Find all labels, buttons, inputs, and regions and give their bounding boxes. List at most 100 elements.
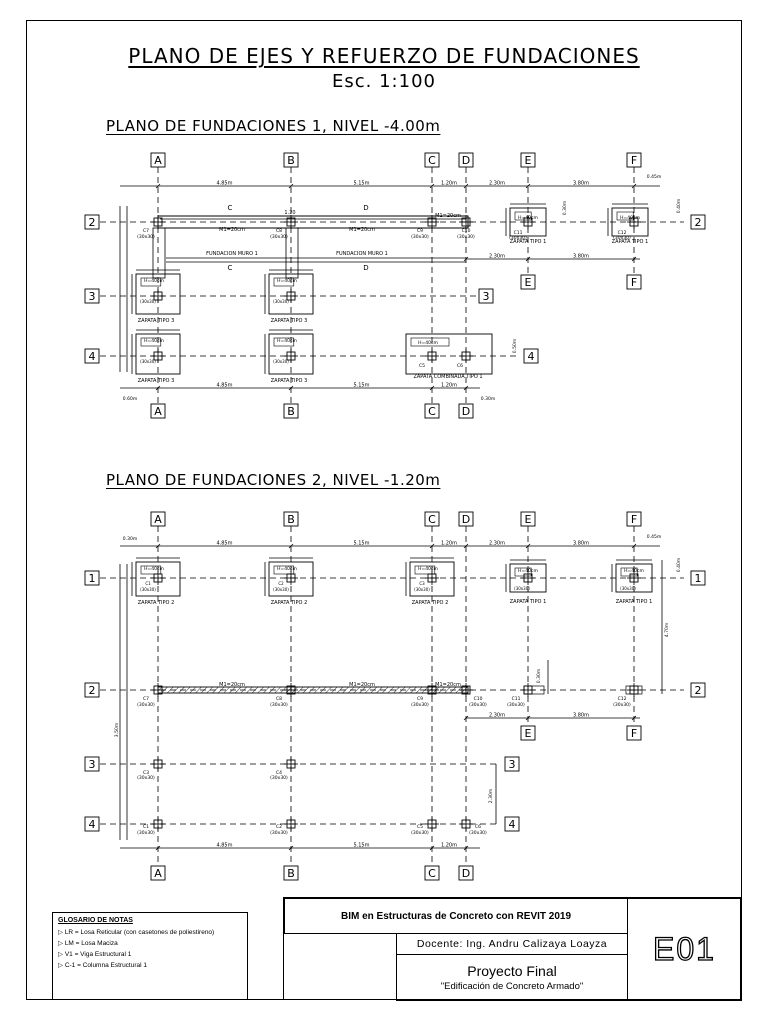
plan1-footing-label: ZAPATA TIPO 3 xyxy=(138,318,175,324)
plan1-footing-B296 xyxy=(268,273,314,315)
plan2-footing-label: ZAPATA TIPO 1 xyxy=(510,599,547,605)
plan1-axis-bubble-C-label: C xyxy=(428,154,436,167)
plan2-column-label: C4 xyxy=(276,770,282,776)
plan1-dim-bottom-tick xyxy=(288,385,294,391)
plan2-dim-bottom-value: 4.85m xyxy=(216,843,232,849)
plan1-axis-bubble-bottom-D xyxy=(458,403,474,419)
glosario-title: GLOSARIO DE NOTAS xyxy=(58,917,133,924)
plan1-dim-bottom-tick xyxy=(155,385,161,391)
plan1-axis-bubble-bottom-C-label: C xyxy=(428,405,436,418)
glosario-notas: GLOSARIO DE NOTAS ▷ LR = Losa Reticular … xyxy=(52,912,248,1000)
plan1-axis-bubble-bottom-A xyxy=(150,403,166,419)
plan2-axis-bubble-4-label: 4 xyxy=(89,818,96,831)
plan1-axis-bubble-2-right xyxy=(690,214,706,230)
title-block: BIM en Estructuras de Concreto con REVIT… xyxy=(283,897,742,1001)
plan1-title: PLANO DE FUNDACIONES 1, NIVEL -4.00m xyxy=(106,117,441,135)
plan2-small-dim: 0.45m xyxy=(647,534,661,540)
plan2-column-label: C3 xyxy=(419,581,425,586)
plan1-footing-A296-label-box xyxy=(140,277,162,287)
plan2-column-size: (30x30) xyxy=(273,587,289,592)
plan2-column-label: C2 xyxy=(278,581,284,586)
plan1-axis-bubble-D xyxy=(458,152,474,168)
plan1-axis-bubble-A-label: A xyxy=(154,154,162,167)
plan1-footing-A356-label-box xyxy=(140,337,162,347)
plan2-axis-bubble-3-right xyxy=(504,756,520,772)
plan1-dim-top-tick xyxy=(155,183,161,189)
plan1-dim-top-tick xyxy=(463,183,469,189)
project-cell: Proyecto Final "Edificación de Concreto … xyxy=(396,954,628,1001)
plan2-axis-bubble-4 xyxy=(84,816,100,832)
plan1-footing-combined xyxy=(405,333,493,375)
plan2-column-size: (30x30) xyxy=(270,830,288,836)
plan2-column-size: (30x30) xyxy=(507,702,525,708)
project-title: Proyecto Final xyxy=(467,963,557,979)
plan2-column-label: C2 xyxy=(276,824,282,830)
plan2-column-label: C5 xyxy=(417,824,423,830)
plan1-dim-bottom-value: 4.85m xyxy=(216,383,232,389)
plan2-footing-F-label-box xyxy=(620,567,638,577)
glosario-item: ▷ LR = Losa Reticular (con casetones de … xyxy=(58,929,215,936)
plan1-axis-bubble-D-label: D xyxy=(462,154,470,167)
plan1-axis-bubble-3-right-label: 3 xyxy=(483,290,490,303)
plan2-axis-bubble-2-right-label: 2 xyxy=(695,684,702,697)
project-subtitle: "Edificación de Concreto Armado" xyxy=(440,981,584,992)
plan1-axis-bubble-bottom-A-label: A xyxy=(154,405,162,418)
plan1-footing-height: H=40cm xyxy=(418,340,438,346)
plan1-dim-bottom-value: 1.20m xyxy=(441,383,457,389)
plan1-dim-mid-tick xyxy=(463,256,469,262)
plan2-axis-bubble-B xyxy=(283,511,299,527)
plan2-footing-label: ZAPATA TIPO 2 xyxy=(138,600,175,606)
plan2-axis-bubble-C xyxy=(424,511,440,527)
plan2-axis-bubble-2 xyxy=(84,682,100,698)
plan1-beam-label: M1=20cm xyxy=(435,213,461,219)
plan2-beam-stub-F xyxy=(625,685,643,695)
plan1-column-label: C10 xyxy=(462,228,471,234)
plan1-axis-bubble-2-right-label: 2 xyxy=(695,216,702,229)
plan2-small-dim: 0.30m xyxy=(123,536,137,542)
plan2-column-size: (30x30) xyxy=(514,586,530,591)
plan1-dim-mid-value: 2.30m xyxy=(489,254,505,260)
plan1-footing-E xyxy=(509,207,547,237)
glosario-item: ▷ LM = Losa Maciza xyxy=(58,940,118,947)
plan2-tie-beam xyxy=(157,686,469,694)
plan1-footing-label: ZAPATA TIPO 3 xyxy=(138,378,175,384)
plan2-axis-bubble-B-label: B xyxy=(287,513,295,526)
plan1-column-size: (30x30) xyxy=(140,299,156,304)
plan2-dim-mid-value: 3.80m xyxy=(573,713,589,719)
plan2-axis-bubble-bottom-C-label: C xyxy=(428,867,436,880)
plan2-dim-top-value: 2.30m xyxy=(489,541,505,547)
plan1-axis-bubble-bottom-E xyxy=(520,274,536,290)
plan1-footing-height: H=40cm xyxy=(277,338,297,344)
plan2-axis-bubble-3-label: 3 xyxy=(89,758,96,771)
plan2-axis-bubble-3 xyxy=(84,756,100,772)
plan2-axis-bubble-bottom-A-label: A xyxy=(154,867,162,880)
plan1-footing-label: ZAPATA TIPO 1 xyxy=(612,239,649,245)
plan2-axis-bubble-4-right-label: 4 xyxy=(509,818,516,831)
plan2-axis-bubble-F xyxy=(626,511,642,527)
plan1-column-label: C9 xyxy=(417,228,423,234)
plan1-footing-height: H=40cm xyxy=(620,215,640,221)
plan1-dim-top-tick xyxy=(631,183,637,189)
plan1-footing-label: ZAPATA COMBINADA TIPO 1 xyxy=(413,374,482,380)
plan2-axis-bubble-2-label: 2 xyxy=(89,684,96,697)
plan2-footing-A-label-box xyxy=(140,565,162,575)
plan2-column-size: (30x30) xyxy=(137,775,155,781)
plan2-footing-A xyxy=(135,561,181,597)
plan2-axis-bubble-D xyxy=(458,511,474,527)
plan2-axis-bubble-E xyxy=(520,511,536,527)
plan2-axis-bubble-F-label: F xyxy=(631,513,637,526)
plan2-title: PLANO DE FUNDACIONES 2, NIVEL -1.20m xyxy=(106,471,441,489)
glosario-item: ▷ C-1 = Columna Estructural 1 xyxy=(58,962,147,969)
plan1-dim-mid-tick xyxy=(631,256,637,262)
plan1-axis-bubble-bottom-E-label: E xyxy=(525,276,532,289)
plan1-axis-bubble-bottom-F xyxy=(626,274,642,290)
plan1-axis-bubble-F xyxy=(626,152,642,168)
plan1-axis-bubble-3-label: 3 xyxy=(89,290,96,303)
plan1-dim-top-value: 4.85m xyxy=(216,181,232,187)
plan1-small-dim: 0.50m xyxy=(512,339,518,353)
plan1-axis-bubble-bottom-F-label: F xyxy=(631,276,637,289)
plan2-column-size: (30x30) xyxy=(469,830,487,836)
plan2-column-size: (30x30) xyxy=(414,587,430,592)
plan1-column-size: (30x30) xyxy=(140,359,156,364)
plan1-dim-bottom-tick xyxy=(463,385,469,391)
